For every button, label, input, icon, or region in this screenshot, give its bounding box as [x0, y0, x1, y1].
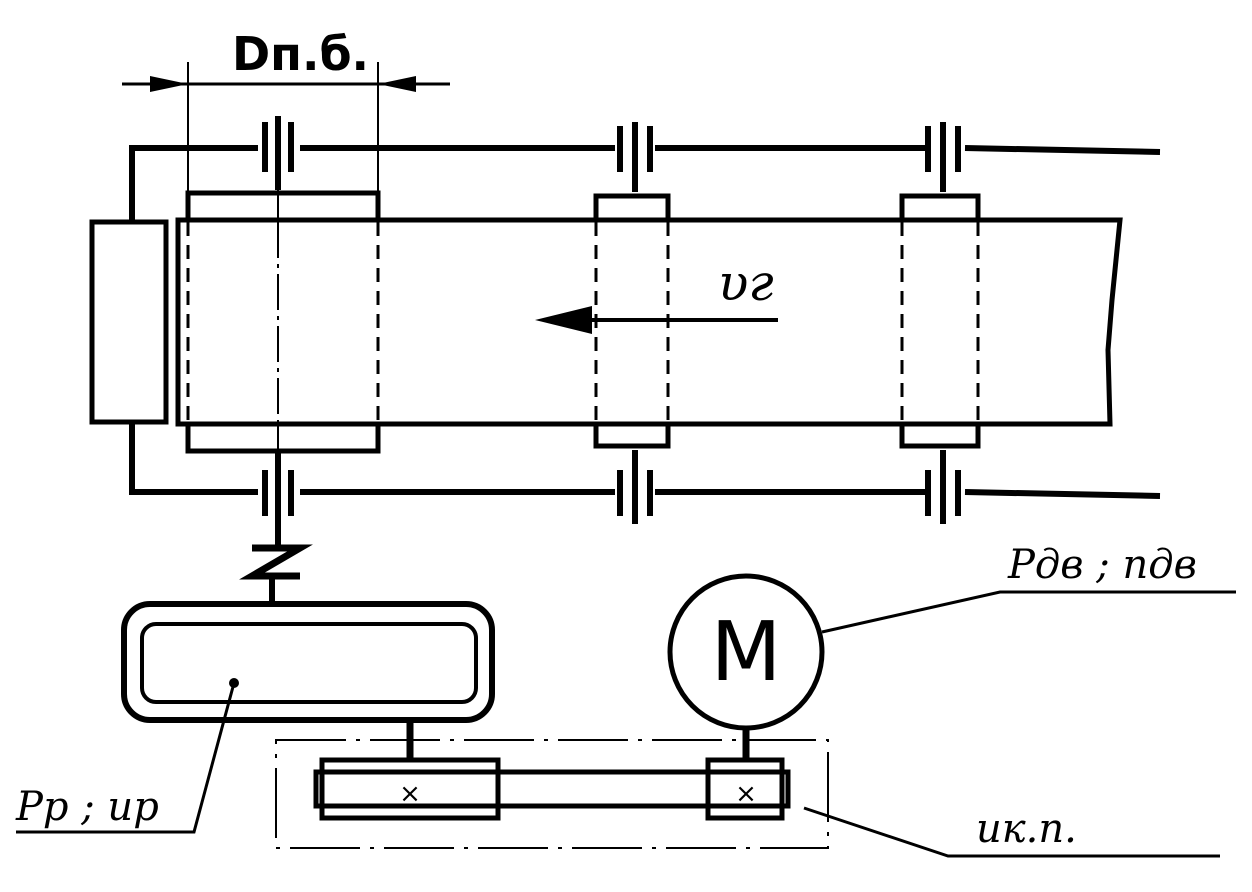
bottom-rail [129, 422, 1161, 499]
leaders [16, 590, 1236, 858]
reducer [121, 601, 495, 760]
diameter-label: Dп.б. [232, 27, 369, 81]
belt-drive: × × [275, 739, 829, 849]
velocity-label: υг [718, 254, 774, 312]
bearing-bottom-2 [617, 450, 653, 524]
end-frame-box [89, 219, 169, 425]
reducer-params-label: Pр ; uр [15, 784, 159, 830]
motor-params-label: Pдв ; nдв [1007, 542, 1197, 588]
coupling [239, 526, 313, 604]
bearing-top-2 [617, 122, 653, 192]
pulley-mark-left: × [399, 779, 421, 809]
top-rail [129, 145, 1161, 222]
belt-drive-label: uк.п. [976, 806, 1077, 852]
pulley-mark-right: × [735, 779, 757, 809]
velocity-arrow: υг [535, 254, 778, 334]
motor-letter: M [711, 605, 782, 700]
bearing-bottom-1 [262, 452, 294, 526]
bearing-top-3 [925, 122, 961, 192]
dimension-d: Dп.б. [122, 27, 450, 200]
motor: M [667, 573, 825, 760]
bearing-top-1 [262, 116, 294, 190]
bearing-bottom-3 [925, 450, 961, 524]
